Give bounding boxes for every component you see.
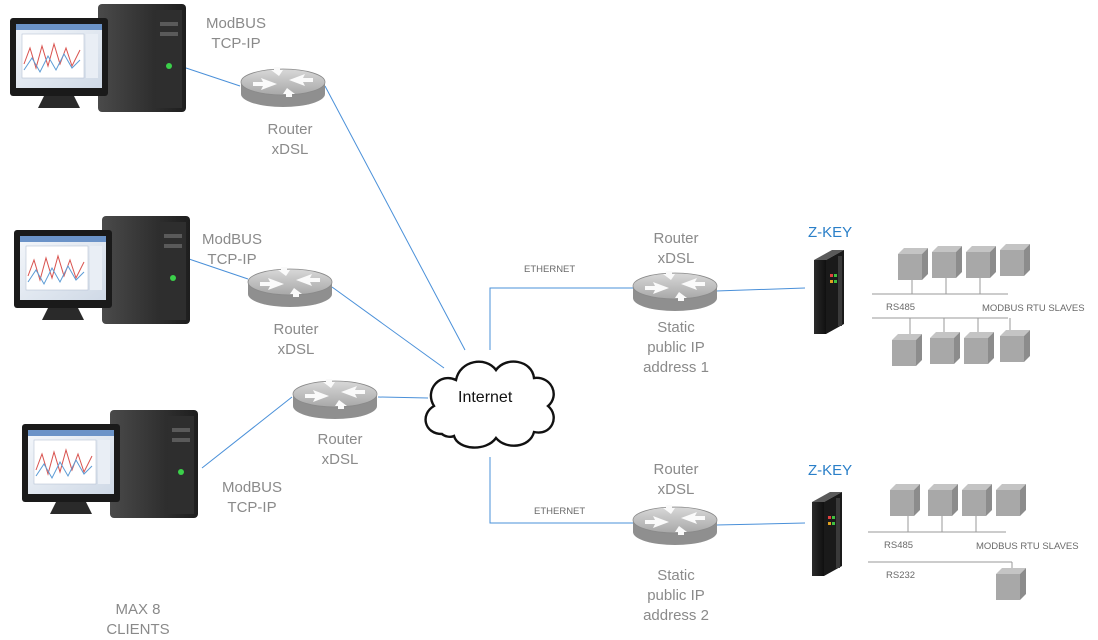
site1-router-label: Router xDSL <box>653 230 699 267</box>
link-site1-router-zkey <box>715 287 806 292</box>
link-client2-router <box>185 257 249 280</box>
link-router1-internet <box>324 85 466 351</box>
client-pc-1 <box>9 3 187 113</box>
site1-slaves-label: MODBUS RTU SLAVES <box>982 303 1085 314</box>
site2-zkey-label: Z-KEY <box>808 462 853 479</box>
router-site-1 <box>632 270 718 312</box>
link-client3-router <box>201 396 293 469</box>
link-router3-internet <box>377 396 429 399</box>
client1-router-label: Router xDSL <box>267 121 313 158</box>
client1-protocol-label: ModBUS TCP-IP <box>205 15 267 52</box>
router-client-2 <box>247 266 333 308</box>
site1-ethernet-label: ETHERNET <box>524 264 576 275</box>
site2-slaves-label: MODBUS RTU SLAVES <box>976 541 1079 552</box>
link-internet-site2 <box>489 457 633 524</box>
client2-protocol-label: ModBUS TCP-IP <box>201 231 263 268</box>
link-router2-internet <box>331 286 445 369</box>
router-client-1 <box>240 66 326 108</box>
site2-ethernet-label: ETHERNET <box>534 506 586 517</box>
site1-slaves-top <box>898 244 1030 280</box>
link-site2-router-zkey <box>715 522 806 526</box>
link-internet-site1 <box>489 287 633 350</box>
client-pc-3 <box>21 409 199 519</box>
site2-rs232-label: RS232 <box>886 570 916 581</box>
client3-protocol-label: ModBUS TCP-IP <box>221 479 283 516</box>
internet-label: Internet <box>458 389 513 406</box>
site2-rs485-label: RS485 <box>884 540 914 551</box>
max-clients-label: MAX 8 CLIENTS <box>106 601 170 638</box>
site2-router-label: Router xDSL <box>653 461 699 498</box>
site1-ip-label: Static public IP address 1 <box>643 319 709 376</box>
connection-links <box>179 65 806 526</box>
client-pc-2 <box>13 215 191 325</box>
fieldbus-lines <box>868 278 1013 572</box>
site1-rs485-label: RS485 <box>886 302 916 313</box>
link-client1-router <box>179 65 241 87</box>
zkey-device-1 <box>814 250 844 334</box>
router-client-3 <box>292 378 378 420</box>
zkey-device-2 <box>812 492 842 576</box>
router-site-2 <box>632 504 718 546</box>
site1-slaves-bottom <box>892 330 1030 366</box>
client3-router-label: Router xDSL <box>317 431 363 468</box>
site2-ip-label: Static public IP address 2 <box>643 567 709 624</box>
client2-router-label: Router xDSL <box>273 321 319 358</box>
site1-zkey-label: Z-KEY <box>808 224 853 241</box>
